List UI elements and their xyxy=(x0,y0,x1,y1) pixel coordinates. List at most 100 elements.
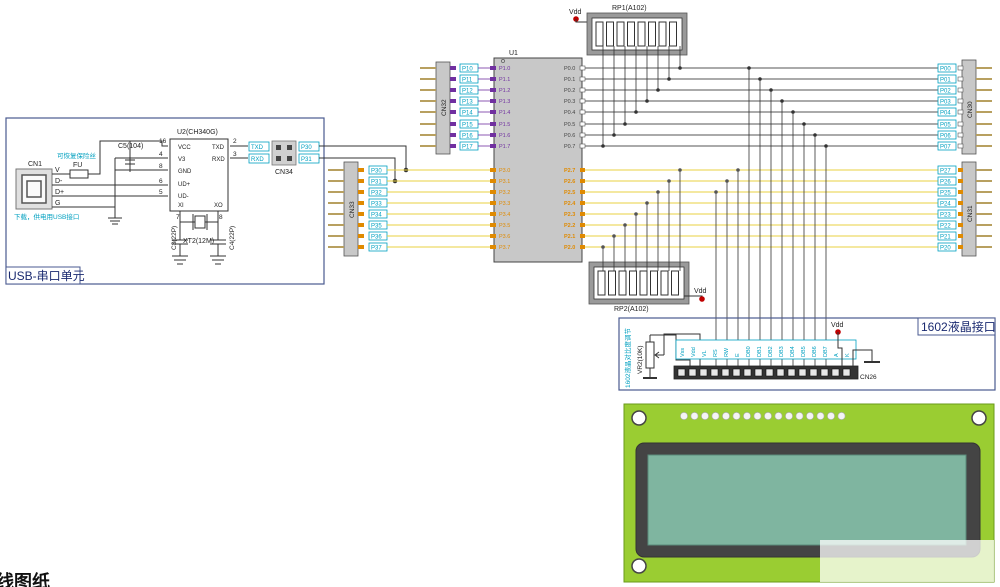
u2-right-nums: 2 3 8 xyxy=(219,138,237,221)
cn33-net-label: P33 xyxy=(371,202,382,208)
rp1-resistor xyxy=(627,21,635,47)
rp2-resistor xyxy=(639,270,648,296)
rp1-resistor-pack: Vdd RP1(A102) xyxy=(569,5,688,56)
u1-pin-p0: P0.2 xyxy=(564,88,575,94)
usb-unit-title-bg xyxy=(5,266,81,285)
u1-chip xyxy=(493,57,583,263)
u2-pin-udp: UD+ xyxy=(178,182,191,188)
rp1-resistor xyxy=(637,21,646,47)
cn30-net-label: P07 xyxy=(940,145,951,151)
cn33-net-label: P37 xyxy=(371,246,382,252)
rp2-resistor xyxy=(671,270,679,296)
lcd-pin-label: DB3 xyxy=(779,346,785,357)
cn1-pin-dm: D- xyxy=(55,178,63,185)
cn26-pin xyxy=(677,368,686,377)
lcd-pin-label: DB1 xyxy=(757,346,763,357)
cn31-net-label: P27 xyxy=(940,169,951,175)
rp1-resistor xyxy=(616,21,625,47)
u1-pin-p2: P2.4 xyxy=(564,201,576,207)
cn31-net-tag xyxy=(937,220,957,230)
rp2-resistor xyxy=(650,270,658,296)
lcd-unit-title-bg xyxy=(917,317,996,336)
rp2-resistor xyxy=(597,270,606,296)
cn31-net-tag xyxy=(937,176,957,186)
cn26-pin xyxy=(743,368,752,377)
rp1-vdd-label: Vdd xyxy=(569,9,582,16)
cn31-net-label: P21 xyxy=(940,235,951,241)
cn26-pin xyxy=(787,368,796,377)
cn30-net-tag xyxy=(937,85,957,95)
u1-pin-p2: P2.2 xyxy=(564,223,575,229)
u1-pin-p1: P1.6 xyxy=(499,133,510,139)
cn31-net-tag xyxy=(937,209,957,219)
lcd-pad xyxy=(816,412,825,420)
cn26-pin xyxy=(710,368,719,377)
fuse-label: FU xyxy=(73,162,82,169)
cn26-pin xyxy=(688,368,697,377)
lcd-pad xyxy=(690,412,699,420)
lcd-mount-hole-tr xyxy=(971,410,987,426)
lcd-pad xyxy=(722,412,730,420)
cn31-net-tag xyxy=(937,198,957,208)
cn33-net-label: P31 xyxy=(371,180,382,186)
u1-pin-p2: P2.6 xyxy=(564,179,575,185)
cn26-pin xyxy=(842,368,851,377)
rp2-resistor-pack: RP2(A102) Vdd xyxy=(588,261,707,313)
u1-pin-p2: P2.3 xyxy=(564,212,575,218)
tag-txd: TXD xyxy=(251,145,264,151)
c4-label: C4(22P) xyxy=(229,226,236,250)
lcd-pad xyxy=(732,412,741,420)
u1-pin-p1: P1.7 xyxy=(499,144,510,150)
lcd-unit-box xyxy=(618,317,996,391)
cn32-net-label: P11 xyxy=(462,78,473,84)
lcd1602-module-image xyxy=(623,403,995,583)
u1-pin-p3: P3.4 xyxy=(499,212,510,218)
u2-num-2: 2 xyxy=(233,138,237,145)
contrast-note: 1602液晶对比度调节 xyxy=(623,328,632,388)
rp2-resistor xyxy=(660,270,669,296)
rp2-resistor xyxy=(618,270,627,296)
u1-pin-p0: P0.1 xyxy=(564,77,575,83)
cn33-net-label: P35 xyxy=(371,224,382,230)
u2-num-5: 5 xyxy=(159,189,163,196)
u1-pin-p1: P1.2 xyxy=(499,88,510,94)
lcd-pad xyxy=(701,412,709,420)
cn30-net-tag xyxy=(937,96,957,106)
rp1-label: RP1(A102) xyxy=(612,5,647,12)
rp2-vdd-label: Vdd xyxy=(694,288,707,295)
u1-pin-p2: P2.0 xyxy=(564,245,575,251)
usb-socket-outer xyxy=(21,174,47,204)
cn1-pin-v: V xyxy=(55,167,60,174)
cn31-net-label: P23 xyxy=(940,213,951,219)
cn30-net-tag xyxy=(937,130,957,140)
cn30-net-tag xyxy=(937,107,957,117)
lcd-screen xyxy=(647,454,967,546)
lcd-fade xyxy=(820,540,994,582)
u1-pin-p1: P1.3 xyxy=(499,99,510,105)
u2-pin-xi: XI xyxy=(178,203,184,209)
u1-pin-p0: P0.3 xyxy=(564,99,575,105)
lcd-pin-label: Vss xyxy=(680,348,686,357)
lcd-pad xyxy=(774,412,783,420)
cn26-pin xyxy=(732,368,741,377)
lcd-pad xyxy=(680,412,688,420)
lcd-mount-hole-bl xyxy=(631,558,647,574)
u1-pin-p0: P0.7 xyxy=(564,144,575,150)
fuse-note: 可恢复保险丝 xyxy=(57,151,97,160)
cn1-pin-dp: D+ xyxy=(55,189,64,196)
cn32-net-label: P13 xyxy=(462,100,473,106)
cn33-label: CN33 xyxy=(349,201,356,218)
lcd-pin-label: K xyxy=(845,353,851,357)
lcd-pin-label: DB5 xyxy=(801,346,807,357)
rp1-resistor xyxy=(606,21,614,47)
cn30-net-tag xyxy=(937,141,957,151)
u1-pin-p1: P1.5 xyxy=(499,122,510,128)
cn34-label: CN34 xyxy=(275,169,293,176)
u2-num-16: 16 xyxy=(159,138,167,145)
rp2-resistor xyxy=(608,270,616,296)
